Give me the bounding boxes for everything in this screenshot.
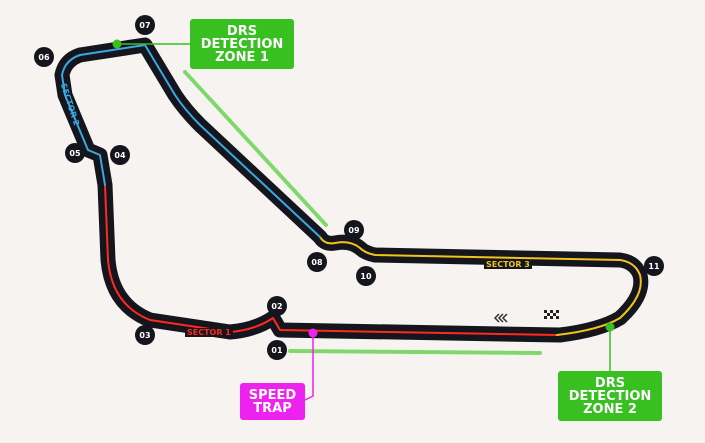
turn-05: 05 [65, 143, 85, 163]
sector-2-line [61, 44, 321, 238]
turn-10: 10 [356, 266, 376, 286]
label-line: ZONE 1 [215, 49, 269, 65]
turn-01: 01 [267, 340, 287, 360]
label-line: TRAP [253, 400, 292, 416]
speed-trap-label: SPEED TRAP [240, 383, 305, 420]
sector-3-label: SECTOR 3 [484, 260, 532, 269]
sector-1-line [104, 184, 558, 336]
turn-03: 03 [135, 325, 155, 345]
label-line: ZONE 2 [583, 401, 637, 417]
turn-11: 11 [644, 256, 664, 276]
sector-3-line [319, 236, 642, 336]
label-line: DETECTION [200, 36, 284, 52]
label-line: SPEED [248, 387, 297, 403]
drs-2-point [605, 322, 615, 332]
turn-04: 04 [110, 145, 130, 165]
drs-detection-zone-2-label: DRS DETECTION ZONE 2 [558, 371, 662, 421]
track-surface [54, 37, 649, 343]
turn-06: 06 [34, 47, 54, 67]
speed-trap-point [308, 328, 318, 338]
speed-trap-connector [304, 332, 314, 401]
drs-zone-2-line [288, 349, 543, 355]
label-line: DRS [226, 23, 258, 39]
drs-1-point [112, 39, 122, 49]
drs-zone-1-line [183, 70, 328, 227]
turn-08: 08 [307, 252, 327, 272]
drs-detection-zone-1-label: DRS DETECTION ZONE 1 [190, 19, 294, 69]
checkered-flag-icon [544, 310, 559, 319]
turn-07: 07 [135, 15, 155, 35]
sector-1-label: SECTOR 1 [185, 328, 233, 337]
label-line: DRS [594, 375, 626, 391]
turn-09: 09 [344, 220, 364, 240]
turn-02: 02 [267, 296, 287, 316]
chevrons-left-icon [493, 313, 508, 323]
label-line: DETECTION [568, 388, 652, 404]
